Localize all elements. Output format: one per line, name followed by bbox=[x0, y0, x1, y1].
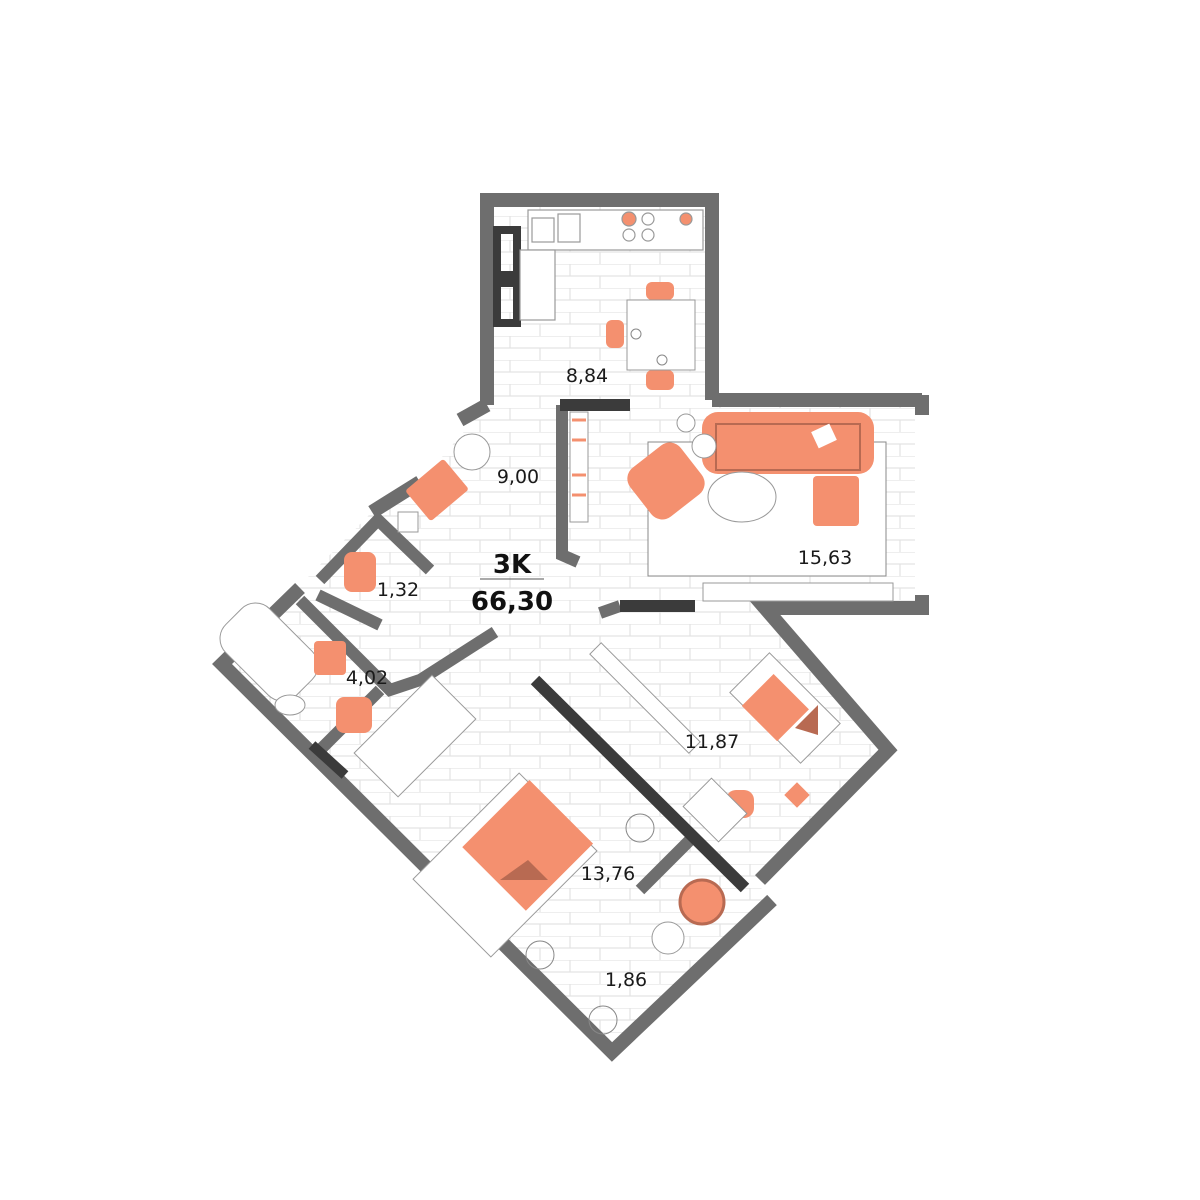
room-area-main-bedroom: 13,76 bbox=[581, 863, 635, 885]
dining-table bbox=[606, 282, 696, 390]
room-area-toilet: 1,32 bbox=[377, 579, 419, 601]
room-area-living-room: 15,63 bbox=[798, 547, 852, 569]
kitchen-counter bbox=[519, 209, 704, 321]
room-area-kitchen: 8,84 bbox=[566, 365, 608, 387]
living-room-furniture bbox=[569, 411, 894, 602]
room-area-hallway: 9,00 bbox=[497, 466, 539, 488]
room-area-bathroom: 4,02 bbox=[346, 667, 388, 689]
hallway-furniture bbox=[406, 433, 491, 521]
bathroom-fixtures bbox=[219, 511, 419, 733]
small-bedroom-furniture bbox=[589, 642, 841, 843]
room-area-balcony: 1,86 bbox=[605, 969, 647, 991]
dark-walls bbox=[308, 226, 750, 893]
balcony-furniture bbox=[588, 878, 726, 1035]
room-area-small-bedroom: 11,87 bbox=[685, 731, 739, 753]
apartment-type: 3K bbox=[493, 550, 532, 580]
total-area: 66,30 bbox=[471, 587, 553, 617]
main-bedroom-furniture bbox=[353, 674, 655, 970]
